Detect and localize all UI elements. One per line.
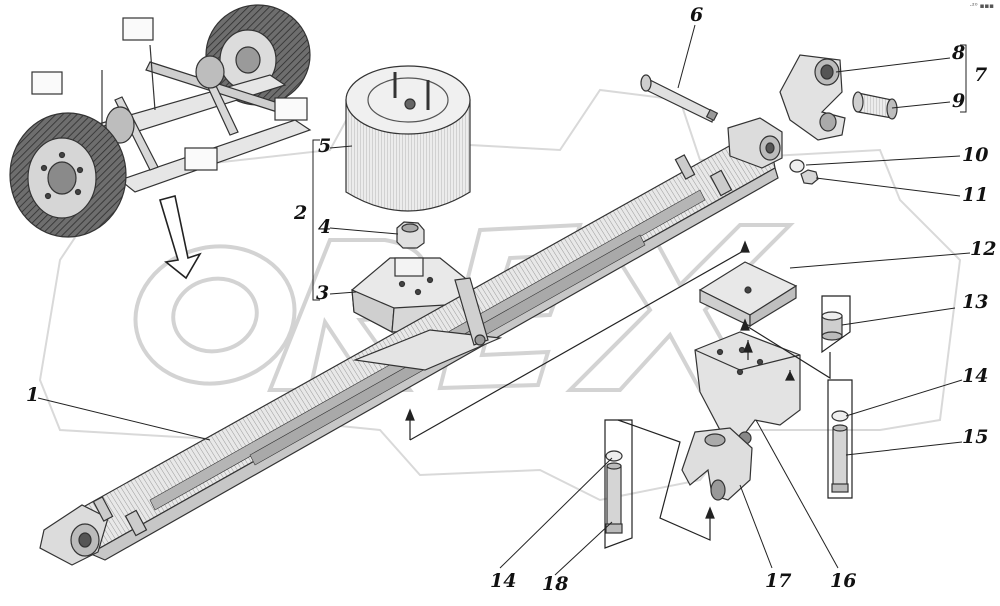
corner-mark: ·²⁰ ▪▪▪ <box>969 2 994 10</box>
callout-11: 11 <box>962 184 989 206</box>
bolt-right <box>831 410 849 493</box>
view-direction-arrow <box>158 195 202 280</box>
callout-15: 15 <box>962 426 989 448</box>
air-spring-bellows <box>345 65 471 212</box>
shackle-pin <box>640 74 719 123</box>
watermark-gear <box>38 88 962 502</box>
bushing <box>852 91 898 120</box>
callout-16: 16 <box>830 570 857 592</box>
callout-6: 6 <box>690 4 704 26</box>
nut-part-11 <box>800 169 819 185</box>
callout-2: 2 <box>294 202 308 224</box>
callout-10: 10 <box>962 144 989 166</box>
washer-part-10 <box>789 159 805 173</box>
callout-18: 18 <box>542 573 569 595</box>
callout-5: 5 <box>318 135 332 157</box>
vehicle-chassis-view <box>9 4 312 238</box>
bolt-left <box>605 450 623 534</box>
callout-12: 12 <box>970 238 997 260</box>
callout-9: 9 <box>952 90 966 112</box>
spacer-sleeve <box>821 311 843 341</box>
callout-4: 4 <box>318 216 332 238</box>
callout-14-left: 14 <box>490 570 517 592</box>
callout-14-right: 14 <box>962 365 989 387</box>
lower-bracket <box>681 427 753 501</box>
nut-part-4 <box>396 221 425 249</box>
leaf-spring <box>39 117 783 566</box>
callout-7: 7 <box>974 64 988 86</box>
spacer-plate <box>698 261 798 328</box>
leader-lines <box>37 24 971 576</box>
callout-1: 1 <box>26 384 40 406</box>
callout-17: 17 <box>765 570 792 592</box>
callout-13: 13 <box>962 291 989 313</box>
callout-3: 3 <box>316 282 330 304</box>
assembly-lines <box>405 240 853 549</box>
shackle-bracket <box>779 54 846 141</box>
callout-8: 8 <box>952 42 966 64</box>
